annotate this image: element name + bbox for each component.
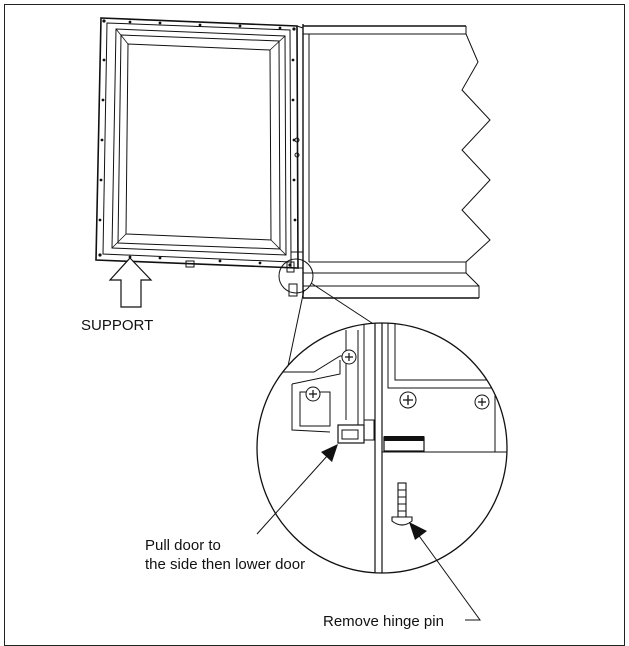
- cabinet-body: [286, 24, 491, 299]
- hinge-pin-icon: [391, 482, 413, 526]
- pull-door-line-2: the side then lower door: [145, 556, 306, 573]
- pull-door-leader-arrow: [256, 444, 338, 535]
- callout-leader-right: [310, 282, 376, 326]
- support-arrow-icon: [108, 257, 153, 308]
- pull-door-instruction: Pull door to the side then lower door: [145, 536, 305, 574]
- door-screws: [98, 19, 297, 267]
- pull-door-line-1: Pull door to: [145, 537, 221, 554]
- detail-screw-icons: [305, 349, 490, 410]
- remove-pin-leader-arrow: [409, 522, 481, 621]
- remove-pin-instruction: Remove hinge pin: [323, 613, 444, 630]
- door-panel: [95, 17, 304, 269]
- cabinet-corner-detail: [374, 323, 507, 573]
- detail-callout-small: [278, 258, 314, 294]
- support-label: SUPPORT: [81, 317, 154, 334]
